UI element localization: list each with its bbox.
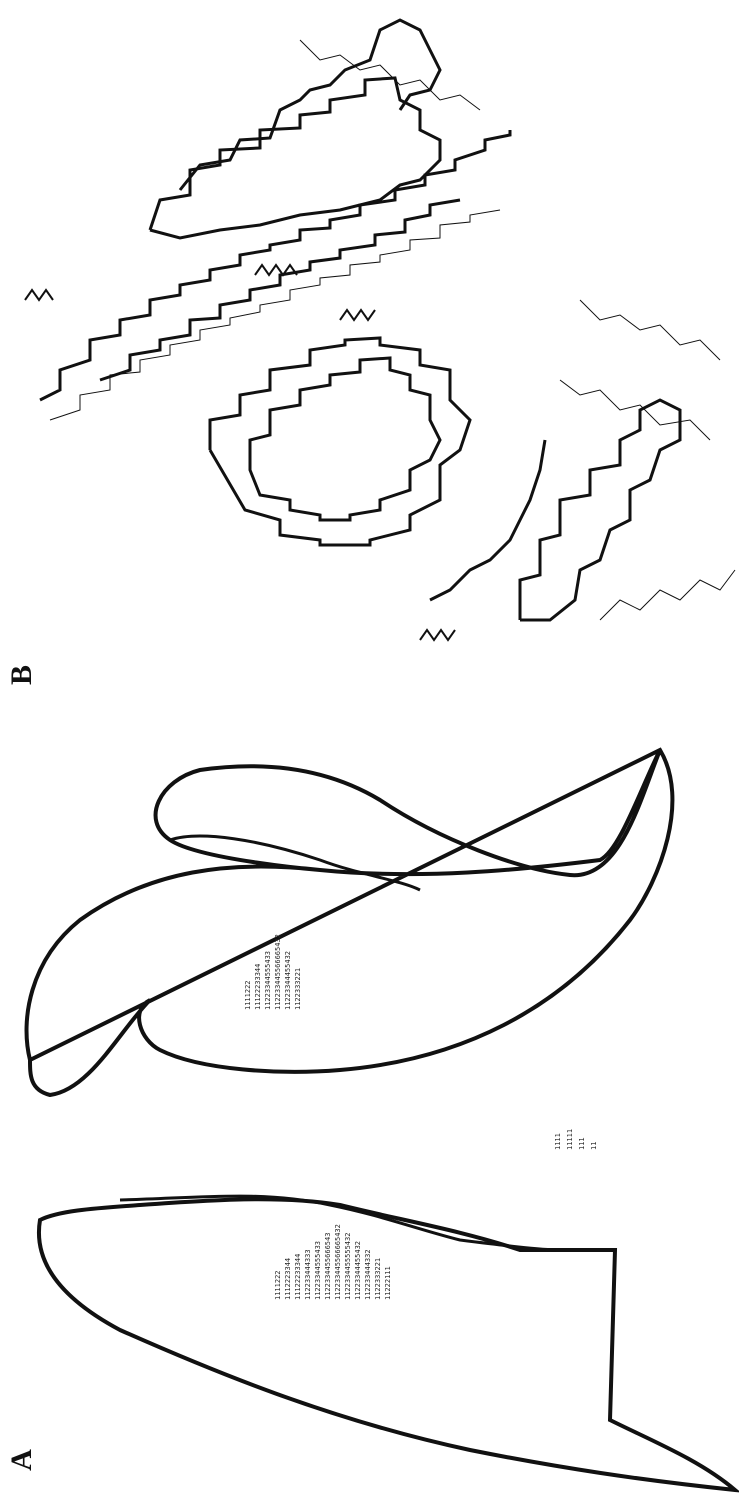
digit-row: 11223344455432	[284, 951, 292, 1010]
digit-row: 1111	[554, 1133, 562, 1150]
panel-b-trace-mid-upper	[100, 200, 460, 380]
digit-row: 112233445566665432	[274, 934, 282, 1010]
digit-row: 11111	[566, 1129, 574, 1150]
panel-b-trace-lower-domain	[520, 400, 680, 620]
digit-row: 1112223344	[284, 1258, 292, 1300]
panel-b-chain-trace	[0, 0, 739, 700]
panel-a-upper-lobe-outline	[39, 1199, 735, 1490]
digit-row: 11222111	[384, 1266, 392, 1300]
panel-b-trace-central-ring	[250, 358, 440, 520]
digit-row: 11	[590, 1142, 598, 1150]
digit-row: 1122334455666543	[324, 1233, 332, 1300]
digit-row: 11223344555433	[314, 1241, 322, 1300]
panel-a-digit-block-upper: 1111222 1112223344 11122233344 112233444…	[274, 1224, 392, 1300]
digit-row: 112233445566665432	[334, 1224, 342, 1300]
digit-row: 111	[578, 1137, 586, 1150]
digit-row: 1122333221	[374, 1258, 382, 1300]
digit-row: 1122333221	[294, 968, 302, 1010]
digit-row: 1111222	[244, 980, 252, 1010]
digit-row: 1122334455555432	[344, 1233, 352, 1300]
digit-row: 11122233344	[254, 964, 262, 1010]
panel-a-sparse-digits: 1111 11111 111 11	[554, 1129, 598, 1150]
digit-row: 11223344555433	[264, 951, 272, 1010]
digit-row: 11223344455432	[354, 1241, 362, 1300]
panel-b-helix-2	[340, 310, 375, 320]
panel-a-lower-lobe-outline	[27, 750, 673, 1095]
panel-a-digit-block-lower: 1111222 11122233344 11223344555433 11223…	[244, 934, 302, 1010]
digit-row: 1111222	[274, 1270, 282, 1300]
panel-b-trace-lower-branch	[430, 440, 545, 600]
digit-row: 112233444333	[304, 1249, 312, 1300]
digit-row: 11122233344	[294, 1254, 302, 1300]
panel-b-helix-3	[420, 630, 455, 640]
panel-a-inner-boundary-2	[170, 836, 420, 890]
digit-row: 112233444332	[364, 1249, 372, 1300]
panel-b-helix-4	[25, 290, 53, 300]
